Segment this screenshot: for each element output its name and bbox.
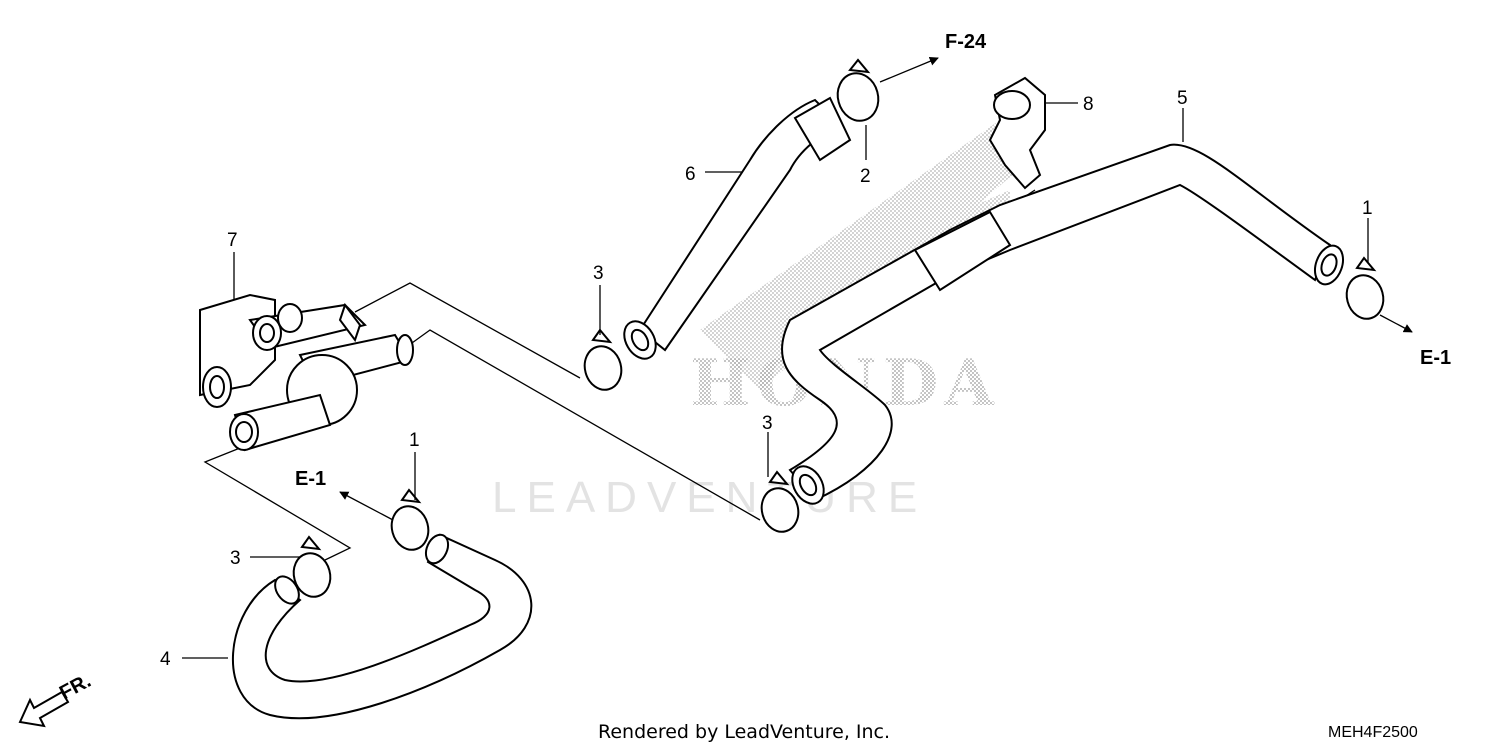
footer-credit: Rendered by LeadVenture, Inc. bbox=[598, 721, 890, 743]
honda-wing-logo bbox=[700, 120, 1030, 390]
ref-e1-left[interactable]: E-1 bbox=[295, 468, 326, 490]
drawing-code: MEH4F2500 bbox=[1328, 724, 1418, 741]
front-indicator: FR. bbox=[18, 670, 95, 728]
callout-1-lower: 1 bbox=[409, 430, 420, 451]
clamp-3-c bbox=[292, 535, 332, 598]
reference-arrows bbox=[339, 56, 1413, 521]
callout-3-lower: 3 bbox=[230, 548, 241, 569]
hose-4 bbox=[231, 533, 533, 720]
ref-e1-right[interactable]: E-1 bbox=[1420, 347, 1451, 369]
clamp-1-a bbox=[390, 488, 430, 551]
valve-assembly-7 bbox=[199, 293, 414, 452]
callout-1-right: 1 bbox=[1362, 198, 1373, 219]
callout-2: 2 bbox=[860, 166, 871, 187]
callout-5: 5 bbox=[1177, 88, 1188, 109]
callout-leaders bbox=[182, 102, 1369, 659]
clamp-1-b bbox=[1345, 256, 1385, 320]
callout-7: 7 bbox=[227, 230, 238, 251]
clamp-3-a bbox=[583, 328, 623, 391]
callout-8: 8 bbox=[1083, 94, 1094, 115]
hose-6 bbox=[623, 96, 852, 360]
clip-8 bbox=[988, 76, 1046, 190]
hose-5 bbox=[780, 143, 1345, 505]
clamp-3-b bbox=[760, 470, 800, 533]
clamp-2 bbox=[836, 58, 880, 122]
ref-f24[interactable]: F-24 bbox=[945, 31, 987, 53]
front-arrow-icon bbox=[18, 690, 70, 728]
callout-6: 6 bbox=[685, 164, 696, 185]
callout-3-middle: 3 bbox=[762, 413, 773, 434]
callout-3-upper: 3 bbox=[593, 263, 604, 284]
watermark-leadventure: LEADVENTURE bbox=[492, 473, 927, 522]
callout-4: 4 bbox=[160, 649, 171, 670]
hose-clamps bbox=[292, 58, 1385, 598]
